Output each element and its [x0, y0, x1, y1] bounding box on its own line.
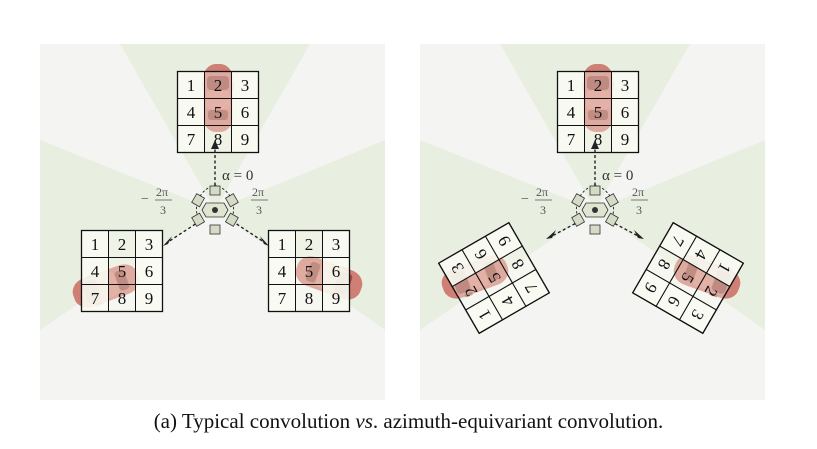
grid-cell-label: 1: [187, 76, 196, 95]
grid-cell-label: 3: [621, 76, 630, 95]
grid-border: [176, 70, 260, 154]
grid-cell: [231, 98, 259, 126]
grid-cell: [611, 71, 639, 99]
grid-cell-label: 9: [332, 289, 341, 308]
grid-border: [267, 229, 351, 313]
grid-cell-label: 4: [187, 103, 196, 122]
grid-cell-label: 2: [214, 76, 223, 95]
grid-cell-label: 9: [145, 289, 154, 308]
grid-cell-label: 6: [332, 262, 341, 281]
grid-cell-label: 7: [91, 289, 100, 308]
grid-cell-label: 9: [241, 130, 250, 149]
grid-cell: [135, 284, 163, 312]
grid-border: [437, 221, 551, 335]
arrow-right-head: [634, 230, 644, 239]
angle-arc: [576, 184, 614, 223]
grid-cell-label: 8: [214, 130, 223, 149]
angle-label-left-num: 2π: [156, 185, 168, 199]
angle-label-right-den: 3: [636, 203, 642, 217]
grid-cell-label: 1: [91, 235, 100, 254]
grid-cell-label: 4: [91, 262, 100, 281]
grid-cell: [108, 284, 136, 312]
grid-cell-label: 3: [332, 235, 341, 254]
grid-cell-label: 1: [278, 235, 287, 254]
grid-cell-label: 7: [567, 130, 576, 149]
grid-cell: [268, 284, 296, 312]
grid-cell-label: 6: [621, 103, 630, 122]
grid-cell-label: 8: [305, 289, 314, 308]
grid-cell-label: 7: [278, 289, 287, 308]
grid-border: [631, 221, 745, 335]
grid-cell-label: 9: [621, 130, 630, 149]
grid-cell-label: 5: [214, 103, 223, 122]
grid-cell-label: 4: [278, 262, 287, 281]
grid-cell-label: 5: [305, 262, 314, 281]
grid-border: [556, 70, 640, 154]
arrow-right: [231, 220, 265, 243]
arrow-top-head: [211, 140, 219, 149]
angle-label-left-den: 3: [540, 203, 546, 217]
angle-label-right-num: 2π: [252, 185, 264, 199]
angle-arc: [196, 184, 234, 223]
arrow-left: [167, 220, 201, 243]
angle-label-left-sign: −: [521, 192, 529, 207]
grid-cell-label: 3: [145, 235, 154, 254]
grid-cell: [295, 284, 323, 312]
grid-cell-label: 6: [145, 262, 154, 281]
grid-cell: [204, 98, 232, 126]
grid-cell-label: 7: [187, 130, 196, 149]
grid-cell-label: 2: [305, 235, 314, 254]
figure-caption: (a) Typical convolution vs. azimuth-equi…: [0, 409, 817, 434]
angle-label-top: α = 0: [222, 168, 253, 184]
grid-cell-label: 5: [118, 262, 127, 281]
caption-vs: vs: [355, 409, 373, 433]
arrow-left-head: [546, 230, 556, 239]
grid-cell-label: 1: [567, 76, 576, 95]
arrow-top-head: [591, 140, 599, 149]
grid-cell-label: 6: [241, 103, 250, 122]
angle-labels-left-panel: α = 0 − 2π 3 2π 3: [141, 168, 268, 217]
arrow-left-head: [163, 236, 172, 246]
grid-cell-label: 4: [567, 103, 576, 122]
grid-cell-label: 2: [118, 235, 127, 254]
grid-cell-label: 8: [594, 130, 603, 149]
angle-label-right-den: 3: [256, 203, 262, 217]
caption-prefix: (a) Typical convolution: [153, 409, 356, 433]
grid-cell-label: 8: [118, 289, 127, 308]
angle-label-left-num: 2π: [536, 185, 548, 199]
grid-cell: [177, 125, 205, 153]
grid-cell: [108, 230, 136, 258]
grid-cell-label: 3: [241, 76, 250, 95]
grid-cell-label: 5: [594, 103, 603, 122]
angle-labels-right-panel: α = 0 − 2π 3 2π 3: [521, 168, 648, 217]
grid-cell-label: 2: [594, 76, 603, 95]
angle-label-left-sign: −: [141, 192, 149, 207]
arrow-right-head: [260, 236, 269, 246]
angle-label-left-den: 3: [160, 203, 166, 217]
angle-label-top: α = 0: [602, 168, 633, 184]
angle-label-right-num: 2π: [632, 185, 644, 199]
caption-suffix: . azimuth-equivariant convolution.: [372, 409, 664, 433]
grid-border: [80, 229, 164, 313]
